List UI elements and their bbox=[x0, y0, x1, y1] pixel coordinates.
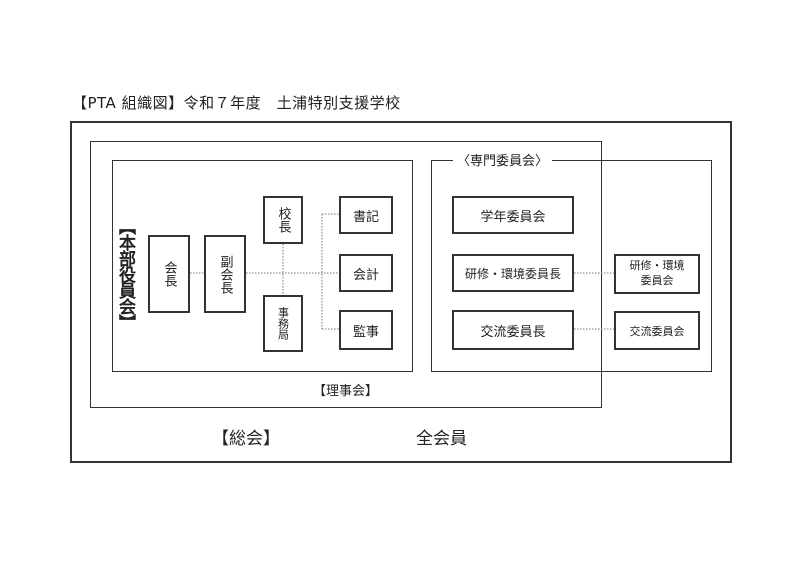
training-chair-label: 研修・環境委員長 bbox=[464, 266, 561, 281]
vice-president-label: 副会長 bbox=[217, 254, 233, 294]
head-office-label: 【本部役員会】 bbox=[115, 218, 135, 330]
president-label: 会長 bbox=[161, 261, 177, 287]
training-committee-box: 研修・環境 委員会 bbox=[614, 254, 700, 294]
all-members-label: 全会員 bbox=[416, 429, 467, 449]
accountant-box: 会計 bbox=[339, 254, 393, 292]
grade-committee-label: 学年委員会 bbox=[480, 209, 546, 225]
president-box: 会長 bbox=[148, 235, 190, 313]
secretary-label: 書記 bbox=[352, 209, 379, 225]
general-meeting-label: 【総会】 bbox=[212, 429, 280, 449]
training-committee-label-line2: 委員会 bbox=[640, 274, 674, 287]
principal-box: 校長 bbox=[263, 196, 303, 244]
vice-president-box: 副会長 bbox=[204, 235, 246, 313]
auditor-box: 監事 bbox=[339, 310, 393, 350]
office-label: 事務局 bbox=[276, 307, 290, 340]
specialist-committees-frame bbox=[431, 160, 712, 372]
board-frame bbox=[90, 141, 602, 408]
specialist-committees-label: 〈専門委員会〉 bbox=[453, 150, 553, 169]
board-label: 【理事会】 bbox=[313, 384, 379, 399]
auditor-label: 監事 bbox=[352, 324, 379, 340]
exchange-chair-label: 交流委員長 bbox=[480, 324, 546, 340]
exchange-committee-label: 交流委員会 bbox=[629, 324, 685, 338]
principal-label: 校長 bbox=[275, 207, 291, 233]
grade-committee-box: 学年委員会 bbox=[452, 196, 574, 234]
exchange-chair-box: 交流委員長 bbox=[452, 310, 574, 350]
secretary-box: 書記 bbox=[339, 196, 393, 234]
training-chair-box: 研修・環境委員長 bbox=[452, 254, 574, 292]
head-office-frame bbox=[112, 160, 413, 372]
office-box: 事務局 bbox=[263, 295, 303, 352]
training-committee-label-line1: 研修・環境 bbox=[629, 259, 685, 273]
page-title: 【PTA 組織図】令和７年度 土浦特別支援学校 bbox=[72, 94, 401, 112]
all-members-frame bbox=[70, 121, 732, 463]
accountant-label: 会計 bbox=[352, 267, 379, 283]
exchange-committee-box: 交流委員会 bbox=[614, 311, 700, 350]
